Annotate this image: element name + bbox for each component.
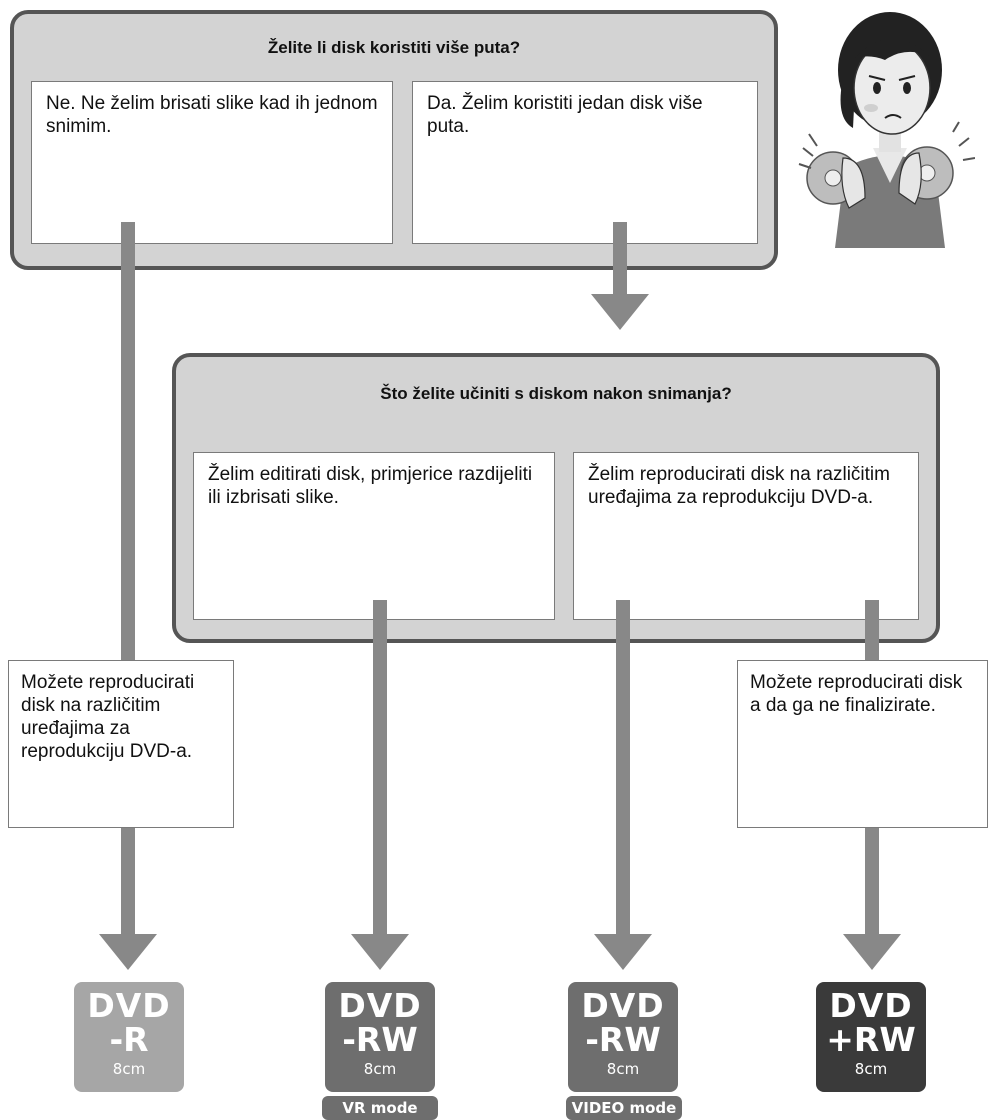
vr-mode-label: VR mode bbox=[322, 1096, 438, 1120]
arrow-to-dvd-rw-video bbox=[594, 934, 652, 970]
arrow-to-dvd-rw-vr bbox=[351, 934, 409, 970]
option-yes-card: Da. Želim koristiti jedan disk više puta… bbox=[412, 81, 758, 244]
connector-yes bbox=[613, 222, 627, 294]
option-play-card: Želim reproducirati disk na različitim u… bbox=[573, 452, 919, 620]
arrow-to-second-question bbox=[591, 294, 649, 330]
dvd-r-badge: DVD -R 8cm bbox=[74, 982, 184, 1092]
dvd-plus-rw-line1: DVD bbox=[829, 986, 913, 1025]
arrow-to-dvd-r bbox=[99, 934, 157, 970]
dvd-plus-rw-line2: +RW bbox=[826, 1020, 916, 1059]
option-edit-card: Želim editirati disk, primjerice razdije… bbox=[193, 452, 555, 620]
dvd-rw-video-badge: DVD -RW 8cm bbox=[568, 982, 678, 1092]
dvd-plus-rw-badge: DVD +RW 8cm bbox=[816, 982, 926, 1092]
dvd-rw-vr-badge: DVD -RW 8cm bbox=[325, 982, 435, 1092]
option-no-card: Ne. Ne želim brisati slike kad ih jednom… bbox=[31, 81, 393, 244]
woman-holding-discs-illustration bbox=[798, 12, 975, 248]
dvd-rw-vr-size: 8cm bbox=[363, 1060, 397, 1078]
dvd-rw-vr-line1: DVD bbox=[338, 986, 422, 1025]
question-title-reuse: Želite li disk koristiti više puta? bbox=[267, 38, 521, 57]
dvd-r-size: 8cm bbox=[112, 1060, 146, 1078]
connector-edit bbox=[373, 600, 387, 944]
dvd-rw-video-line1: DVD bbox=[581, 986, 665, 1025]
connector-play bbox=[616, 600, 630, 944]
question-title-usage: Što želite učiniti s diskom nakon sniman… bbox=[380, 384, 732, 403]
note-left: Možete reproducirati disk na različitim … bbox=[8, 660, 234, 828]
dvd-plus-rw-size: 8cm bbox=[854, 1060, 888, 1078]
note-right: Možete reproducirati disk a da ga ne fin… bbox=[737, 660, 988, 828]
video-mode-label: VIDEO mode bbox=[566, 1096, 682, 1120]
dvd-rw-vr-line2: -RW bbox=[342, 1020, 418, 1059]
dvd-r-line1: DVD bbox=[87, 986, 171, 1025]
connector-no bbox=[121, 222, 135, 944]
dvd-rw-video-size: 8cm bbox=[606, 1060, 640, 1078]
dvd-rw-video-line2: -RW bbox=[585, 1020, 661, 1059]
dvd-r-line2: -R bbox=[109, 1020, 149, 1059]
arrow-to-dvd-plus-rw bbox=[843, 934, 901, 970]
